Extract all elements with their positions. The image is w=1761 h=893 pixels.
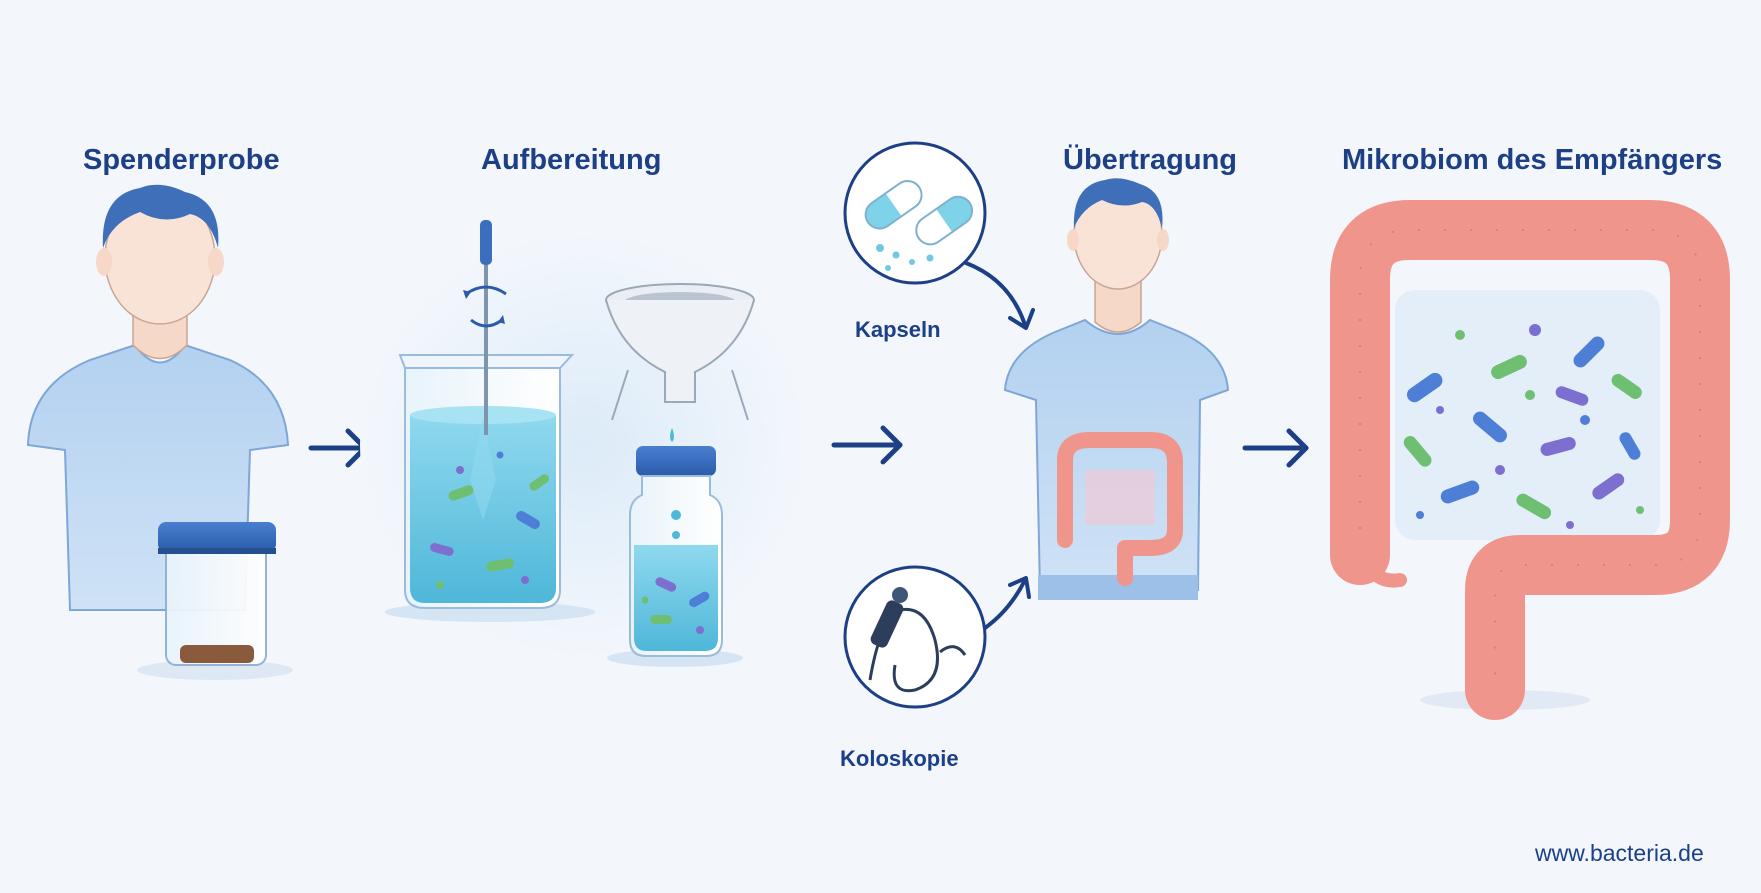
arrow-step2-to-step3	[831, 425, 903, 465]
capsules-circle	[843, 141, 987, 285]
arrow-colonoscopy-to-recipient	[983, 576, 1031, 630]
step-title-donor-sample: Spenderprobe	[83, 144, 280, 176]
capsules-label: Kapseln	[855, 317, 941, 342]
filter-funnel	[605, 283, 755, 421]
sample-container	[137, 522, 293, 680]
preparation-illustration	[360, 220, 810, 667]
arrow-capsules-to-recipient	[964, 261, 1035, 330]
recipient-figure	[1003, 178, 1230, 600]
arrow-step1-to-step2	[308, 428, 368, 468]
colon-microbiome	[1330, 200, 1730, 720]
vial	[607, 428, 743, 667]
stirrer	[463, 220, 507, 435]
step-title-recipient-microbiome: Mikrobiom des Empfängers	[1342, 144, 1723, 176]
step-title-preparation: Aufbereitung	[481, 144, 662, 176]
beaker	[385, 354, 595, 622]
colonoscopy-label: Koloskopie	[840, 746, 959, 771]
website-url: www.bacteria.de	[1535, 840, 1704, 866]
step-title-transfer: Übertragung	[1063, 144, 1237, 176]
arrow-step3-to-step4	[1242, 428, 1309, 468]
colonoscopy-circle	[843, 565, 987, 709]
